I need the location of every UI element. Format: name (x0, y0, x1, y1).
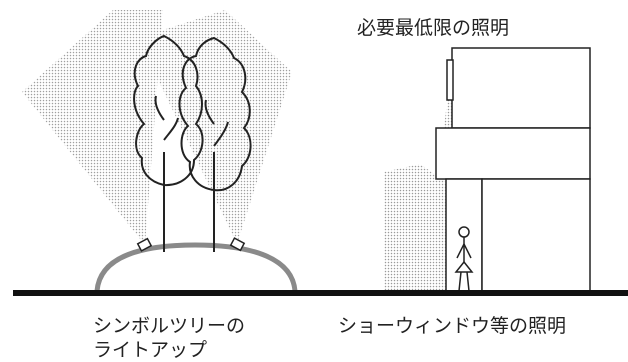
ground-spotlight-left (136, 237, 153, 252)
symbol-tree-lightup-line2: ライトアップ (93, 339, 208, 361)
symbol-trees (133, 34, 252, 252)
tree-light-beams (22, 10, 292, 245)
minimum-lighting-label: 必要最低限の照明 (357, 17, 510, 39)
show-window (445, 178, 483, 293)
tree-light-beam-left (22, 10, 163, 245)
tree-branch-lines (154, 95, 229, 147)
tree-canopy-right (178, 36, 252, 192)
garden-mound (94, 242, 298, 292)
building-lower-wall (481, 178, 591, 293)
tree-light-beam-right (138, 10, 292, 244)
building (435, 47, 591, 293)
ground-spotlights (136, 237, 246, 252)
ground-line (13, 290, 628, 296)
symbol-tree-lightup-line1: シンボルツリーの (93, 315, 246, 337)
wall-bracket-light (446, 59, 454, 101)
building-middle-band (435, 127, 591, 180)
symbol-tree-lightup-label: シンボルツリーの ライトアップ (93, 314, 245, 362)
facade-light-wash-lower (384, 164, 446, 292)
ground-spotlight-right (229, 237, 246, 252)
show-window-lighting-label: ショーウィンドウ等の照明 (338, 315, 567, 337)
person-figure (454, 226, 474, 292)
building-upper-block (451, 47, 591, 129)
tree-canopy-left (133, 34, 204, 187)
